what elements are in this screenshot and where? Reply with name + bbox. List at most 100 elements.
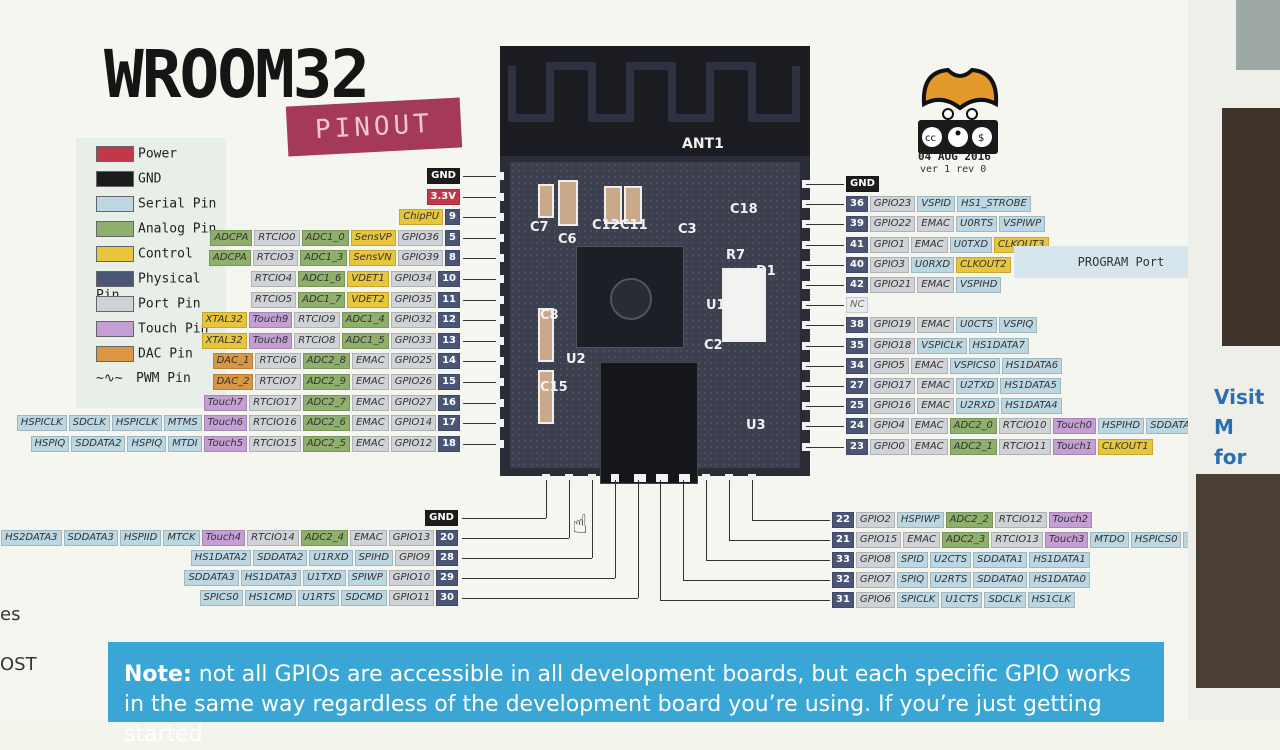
cc-badge: cc $ (918, 120, 998, 154)
pin-tag: ADC2_5 (302, 435, 350, 452)
pin-tag: 35 (846, 337, 868, 354)
pin-tag: 17 (438, 415, 460, 432)
pin-trace (463, 258, 496, 260)
pin-trace (463, 402, 496, 404)
sidebar-thumbnail-1[interactable] (1222, 108, 1280, 346)
capacitor-c11 (624, 186, 642, 224)
pin-tag: EMAC (351, 415, 389, 432)
pin-tag: Touch0 (1052, 418, 1097, 435)
sidebar-thumbnail-top[interactable] (1236, 0, 1280, 70)
pin-tag: 27 (846, 378, 868, 394)
pin-tag: GPIO22 (869, 216, 916, 233)
label-c6: C6 (558, 232, 577, 247)
pin-tag: SDDATA3 (184, 570, 239, 586)
pin-tag: U0RXD (910, 256, 955, 273)
pin-tag: GPIO39 (397, 250, 444, 267)
pin-trace (462, 538, 569, 539)
pin-tag: ADC1_4 (341, 312, 389, 329)
pin-tag: GPIO19 (869, 317, 916, 334)
pin-tag: 12 (438, 312, 460, 329)
pin-tag: EMAC (351, 394, 389, 411)
pin-trace (463, 217, 496, 219)
module-pad (565, 474, 573, 482)
legend-item: Physical Pin (96, 271, 226, 303)
pin-tag: ADC2_6 (302, 415, 350, 432)
label-c7: C7 (530, 220, 549, 235)
pin-tag: U2CTS (929, 552, 972, 568)
pin-trace (729, 480, 730, 540)
sidebar-thumbnail-2[interactable] (1196, 474, 1280, 688)
pin-trace (592, 480, 593, 558)
pin-tag: RTCIO13 (991, 532, 1043, 548)
legend-item: Touch Pin (96, 321, 208, 337)
pin-tag: 22 (832, 512, 854, 528)
capacitor-c8 (538, 308, 554, 362)
capacitor-c15 (538, 370, 554, 424)
pin-tag: GPIO36 (397, 229, 444, 246)
pin-tag: HS1CMD (244, 590, 297, 606)
pin-tag: RTCIO4 (250, 271, 297, 287)
pin-tag: RTCIO17 (249, 394, 301, 411)
pin-tag: CLKOUT1 (1098, 438, 1153, 455)
pin-tag: 39 (846, 216, 868, 233)
pin-tag: EMAC (910, 418, 948, 435)
module-pad (496, 172, 504, 180)
pin-tag: Touch5 (203, 435, 248, 452)
pin-tag: ADC2_8 (302, 353, 350, 370)
pin-tag: 34 (846, 357, 868, 374)
esp32-module: ANT1 C7 C6 C12 C11 C3 C18 R7 D1 U1 C2 C8… (500, 46, 810, 484)
visit-line-1: Visit M (1214, 385, 1265, 439)
pin-trace (463, 279, 496, 280)
pin-trace (752, 520, 830, 521)
pin-tag: GPIO8 (855, 552, 895, 568)
label-r7: R7 (726, 248, 746, 263)
pin-tag: DAC_1 (212, 353, 254, 370)
pin-tag: 32 (832, 572, 854, 588)
pin-tag: GPIO34 (390, 271, 437, 287)
pin-tag: HS1DATA0 (1029, 572, 1090, 588)
pin-tag: 28 (436, 550, 458, 566)
pin-row: GND (425, 510, 460, 526)
pin-tag: GPIO18 (869, 337, 916, 354)
legend-item: DAC Pin (96, 346, 193, 362)
pin-tag: ADC1_6 (298, 271, 346, 287)
pin-tag: EMAC (349, 530, 387, 546)
pin-tag: 15 (438, 374, 460, 390)
pin-tag: HS1DATA6 (1001, 357, 1063, 374)
antenna-trace-icon (508, 62, 800, 122)
pin-tag: ADCPA (208, 250, 251, 267)
pin-tag: Touch6 (203, 415, 248, 432)
pin-tag: EMAC (910, 438, 948, 455)
pin-tag: GPIO32 (390, 312, 437, 329)
legend-swatch (96, 296, 134, 312)
pin-tag: GND (425, 510, 458, 526)
legend-item: Port Pin (96, 296, 201, 312)
pin-trace (546, 480, 547, 518)
pin-tag: 31 (832, 592, 854, 608)
pin-tag: SPIWP (347, 570, 387, 586)
pin-trace (806, 285, 844, 286)
pin-tag: SPICLK (896, 592, 940, 608)
pin-tag: HSPIQ (30, 435, 70, 452)
pin-tag: VDET2 (347, 291, 389, 308)
note-bold: Note: (124, 662, 192, 687)
legend-label: Analog Pin (138, 221, 217, 237)
pin-trace (806, 184, 844, 185)
legend-label: Serial Pin (138, 196, 217, 212)
pin-tag: 9 (445, 209, 460, 226)
legend-label: Power (138, 146, 178, 162)
pin-tag: SensVP (350, 229, 396, 246)
pin-tag: ADC2_3 (942, 532, 990, 548)
